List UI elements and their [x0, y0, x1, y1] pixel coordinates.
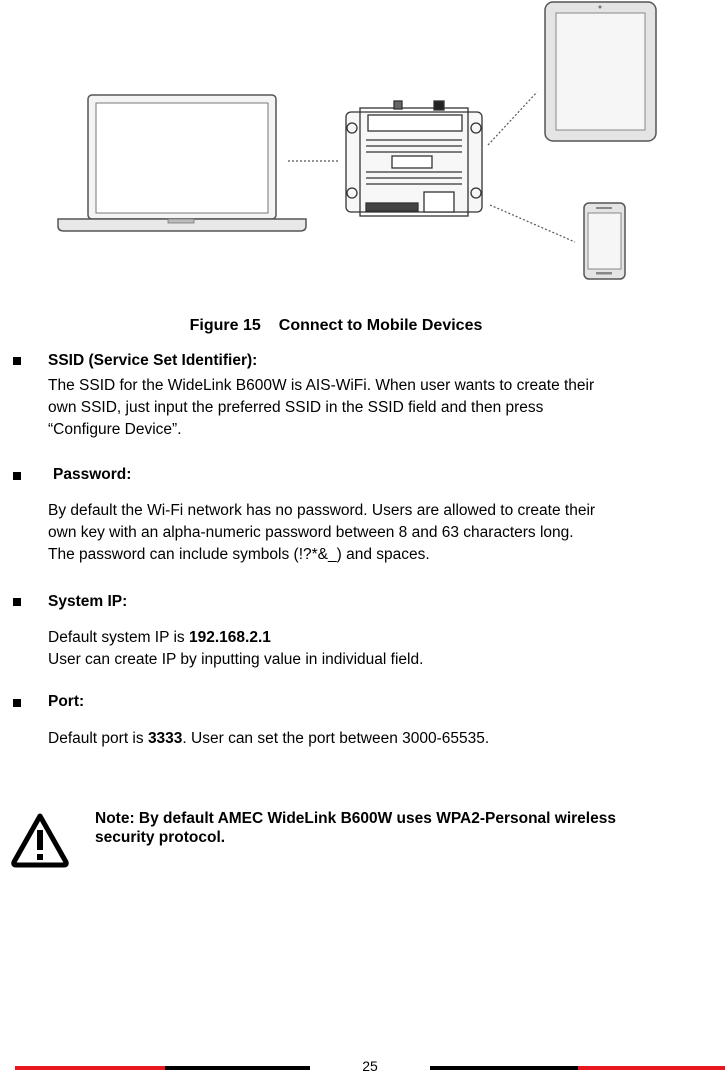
device-unit-icon	[345, 100, 483, 217]
figure-caption: Figure 15 Connect to Mobile Devices	[0, 317, 672, 335]
ssid-line: “Configure Device”.	[48, 421, 182, 438]
note-line: Note: By default AMEC WideLink B600W use…	[95, 810, 616, 827]
laptop-icon	[57, 94, 307, 232]
footer-rule-black-right	[430, 1066, 578, 1070]
bullet-square	[13, 357, 21, 365]
note-line: security protocol.	[95, 829, 226, 846]
ssid-line: own SSID, just input the preferred SSID …	[48, 399, 544, 416]
ssid-text: The SSID for the WideLink B600W is AIS-W…	[48, 375, 594, 441]
port-heading: Port:	[48, 693, 85, 710]
footer-rule-black-left	[165, 1066, 310, 1070]
figure-title: Connect to Mobile Devices	[278, 317, 483, 334]
link-tablet	[487, 91, 538, 146]
connection-figure	[57, 1, 657, 280]
phone-icon	[583, 202, 626, 280]
ssid-line: The SSID for the WideLink B600W is AIS-W…	[48, 377, 595, 394]
system-ip-text: Default system IP is 192.168.2.1 User ca…	[48, 627, 423, 671]
tablet-icon	[544, 1, 657, 142]
footer-rule-red-right	[578, 1066, 725, 1070]
port-value: 3333	[147, 730, 183, 747]
warning-icon	[11, 813, 69, 868]
figure-number: Figure 15	[189, 317, 261, 334]
ssid-heading: SSID (Service Set Identifier):	[48, 352, 258, 369]
bullet-square	[13, 699, 21, 707]
link-phone	[489, 204, 576, 243]
note-text: Note: By default AMEC WideLink B600W use…	[95, 809, 616, 847]
system-ip-line: Default system IP is 192.168.2.1	[48, 629, 271, 646]
password-text: By default the Wi-Fi network has no pass…	[48, 500, 595, 566]
system-ip-value: 192.168.2.1	[188, 629, 271, 646]
system-ip-heading: System IP:	[48, 593, 128, 610]
page-number: 25	[362, 1058, 378, 1074]
bullet-square	[13, 472, 21, 480]
password-line: The password can include symbols (!?*&_)…	[48, 546, 430, 563]
footer-rule-red-left	[15, 1066, 165, 1070]
password-line: By default the Wi-Fi network has no pass…	[48, 502, 596, 519]
password-line: own key with an alpha-numeric password b…	[48, 524, 574, 541]
bullet-square	[13, 598, 21, 606]
password-heading: Password:	[53, 466, 132, 483]
system-ip-line: User can create IP by inputting value in…	[48, 651, 424, 668]
port-text: Default port is 3333. User can set the p…	[48, 730, 490, 747]
